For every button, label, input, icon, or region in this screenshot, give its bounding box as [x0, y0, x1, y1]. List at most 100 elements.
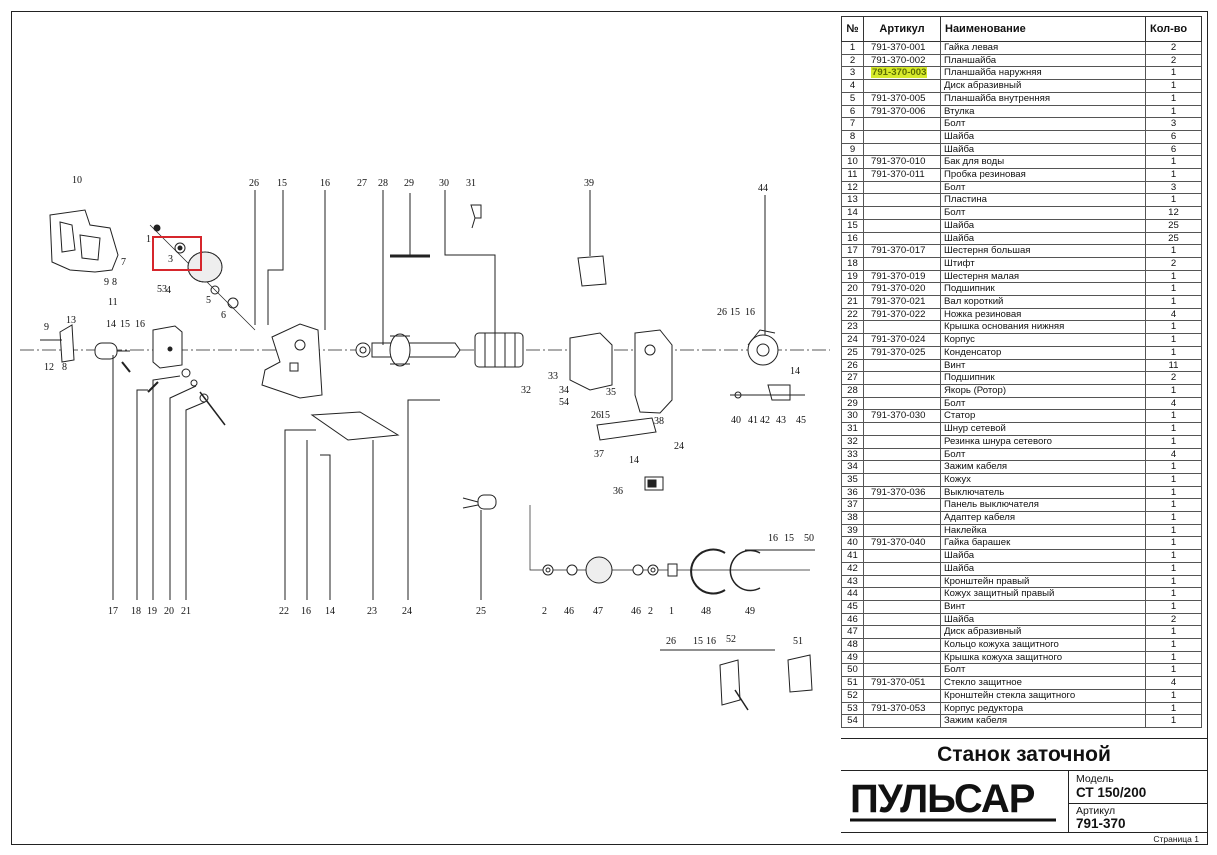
- label-15e: 15: [784, 533, 794, 544]
- row-name: Планшайба наружняя: [940, 66, 1146, 81]
- row-article: 791-370-024: [863, 333, 941, 347]
- row-article: 791-370-021: [863, 295, 941, 309]
- row-qty: 1: [1145, 269, 1202, 284]
- row-qty: 1: [1145, 244, 1202, 258]
- row-article: 791-370-006: [863, 104, 941, 119]
- row-qty: 1: [1145, 345, 1202, 360]
- row-number: 28: [841, 383, 864, 398]
- table-header-row: № Артикул Наименование Кол-во: [841, 16, 1202, 42]
- row-number: 24: [841, 333, 864, 347]
- label-31: 31: [466, 178, 476, 189]
- row-number: 53: [841, 701, 864, 716]
- label-26: 26: [249, 178, 259, 189]
- part-number-labels: 10 1 3 53 4 5 6 7 9 8 11 9 13 12 8 14 15…: [44, 175, 814, 647]
- row-number: 19: [841, 269, 864, 284]
- row-article: [863, 447, 941, 462]
- row-number: 33: [841, 447, 864, 462]
- label-38: 38: [654, 416, 664, 427]
- row-number: 37: [841, 498, 864, 513]
- model-divider: [1069, 803, 1208, 804]
- row-article: [863, 231, 941, 246]
- row-name: Пластина: [940, 193, 1146, 208]
- label-2: 2: [542, 606, 547, 617]
- row-article: 791-370-053: [863, 701, 941, 716]
- label-21: 21: [181, 606, 191, 617]
- row-number: 29: [841, 396, 864, 411]
- row-number: 35: [841, 472, 864, 487]
- label-42: 42: [760, 415, 770, 426]
- model-value: СТ 150/200: [1076, 785, 1147, 800]
- row-number: 14: [841, 206, 864, 220]
- label-14c: 14: [629, 455, 639, 466]
- row-qty: 1: [1145, 663, 1202, 678]
- row-article: 791-370-010: [863, 155, 941, 170]
- row-qty: 3: [1145, 180, 1202, 195]
- row-qty: 1: [1145, 523, 1202, 538]
- row-name: Вал короткий: [940, 295, 1146, 309]
- row-article: [863, 396, 941, 411]
- label-9b: 9: [44, 322, 49, 333]
- row-number: 21: [841, 295, 864, 309]
- label-15d: 15: [600, 410, 610, 421]
- highlight-callout-box: [152, 236, 202, 271]
- row-qty: 2: [1145, 612, 1202, 627]
- brand-area: ПУЛЬСАР: [841, 770, 1067, 832]
- row-article: [863, 358, 941, 373]
- row-name: Болт: [940, 396, 1146, 411]
- header-name: Наименование: [940, 16, 1146, 42]
- page-footer: Страница 1: [841, 832, 1207, 845]
- row-number: 25: [841, 345, 864, 360]
- label-8b: 8: [62, 362, 67, 373]
- row-name: Гайка левая: [940, 41, 1146, 55]
- row-number: 42: [841, 561, 864, 576]
- row-name: Резинка шнура сетевого: [940, 434, 1146, 449]
- label-44: 44: [758, 183, 768, 194]
- label-23: 23: [367, 606, 377, 617]
- row-number: 39: [841, 523, 864, 538]
- label-53: 53: [157, 284, 167, 295]
- row-number: 13: [841, 193, 864, 208]
- row-qty: 1: [1145, 295, 1202, 309]
- label-17: 17: [108, 606, 118, 617]
- row-name: Гайка барашек: [940, 536, 1146, 551]
- row-number: 46: [841, 612, 864, 627]
- label-41: 41: [748, 415, 758, 426]
- row-number: 36: [841, 485, 864, 500]
- row-name: Подшипник: [940, 282, 1146, 297]
- row-number: 23: [841, 320, 864, 335]
- row-number: 18: [841, 256, 864, 271]
- row-number: 52: [841, 688, 864, 703]
- row-article: [863, 256, 941, 271]
- row-name: Ножка резиновая: [940, 307, 1146, 322]
- row-name: Шайба: [940, 231, 1146, 246]
- label-16e: 16: [301, 606, 311, 617]
- row-qty: 2: [1145, 53, 1202, 68]
- row-article: [863, 320, 941, 335]
- label-18: 18: [131, 606, 141, 617]
- row-article: [863, 612, 941, 627]
- row-qty: 12: [1145, 206, 1202, 220]
- row-number: 45: [841, 599, 864, 614]
- label-16c: 16: [745, 307, 755, 318]
- row-number: 4: [841, 79, 864, 93]
- row-name: Кронштейн правый: [940, 574, 1146, 589]
- row-qty: 1: [1145, 79, 1202, 93]
- row-name: Стекло защитное: [940, 676, 1146, 690]
- row-qty: 1: [1145, 561, 1202, 576]
- row-qty: 1: [1145, 193, 1202, 208]
- row-qty: 1: [1145, 66, 1202, 81]
- row-qty: 1: [1145, 574, 1202, 589]
